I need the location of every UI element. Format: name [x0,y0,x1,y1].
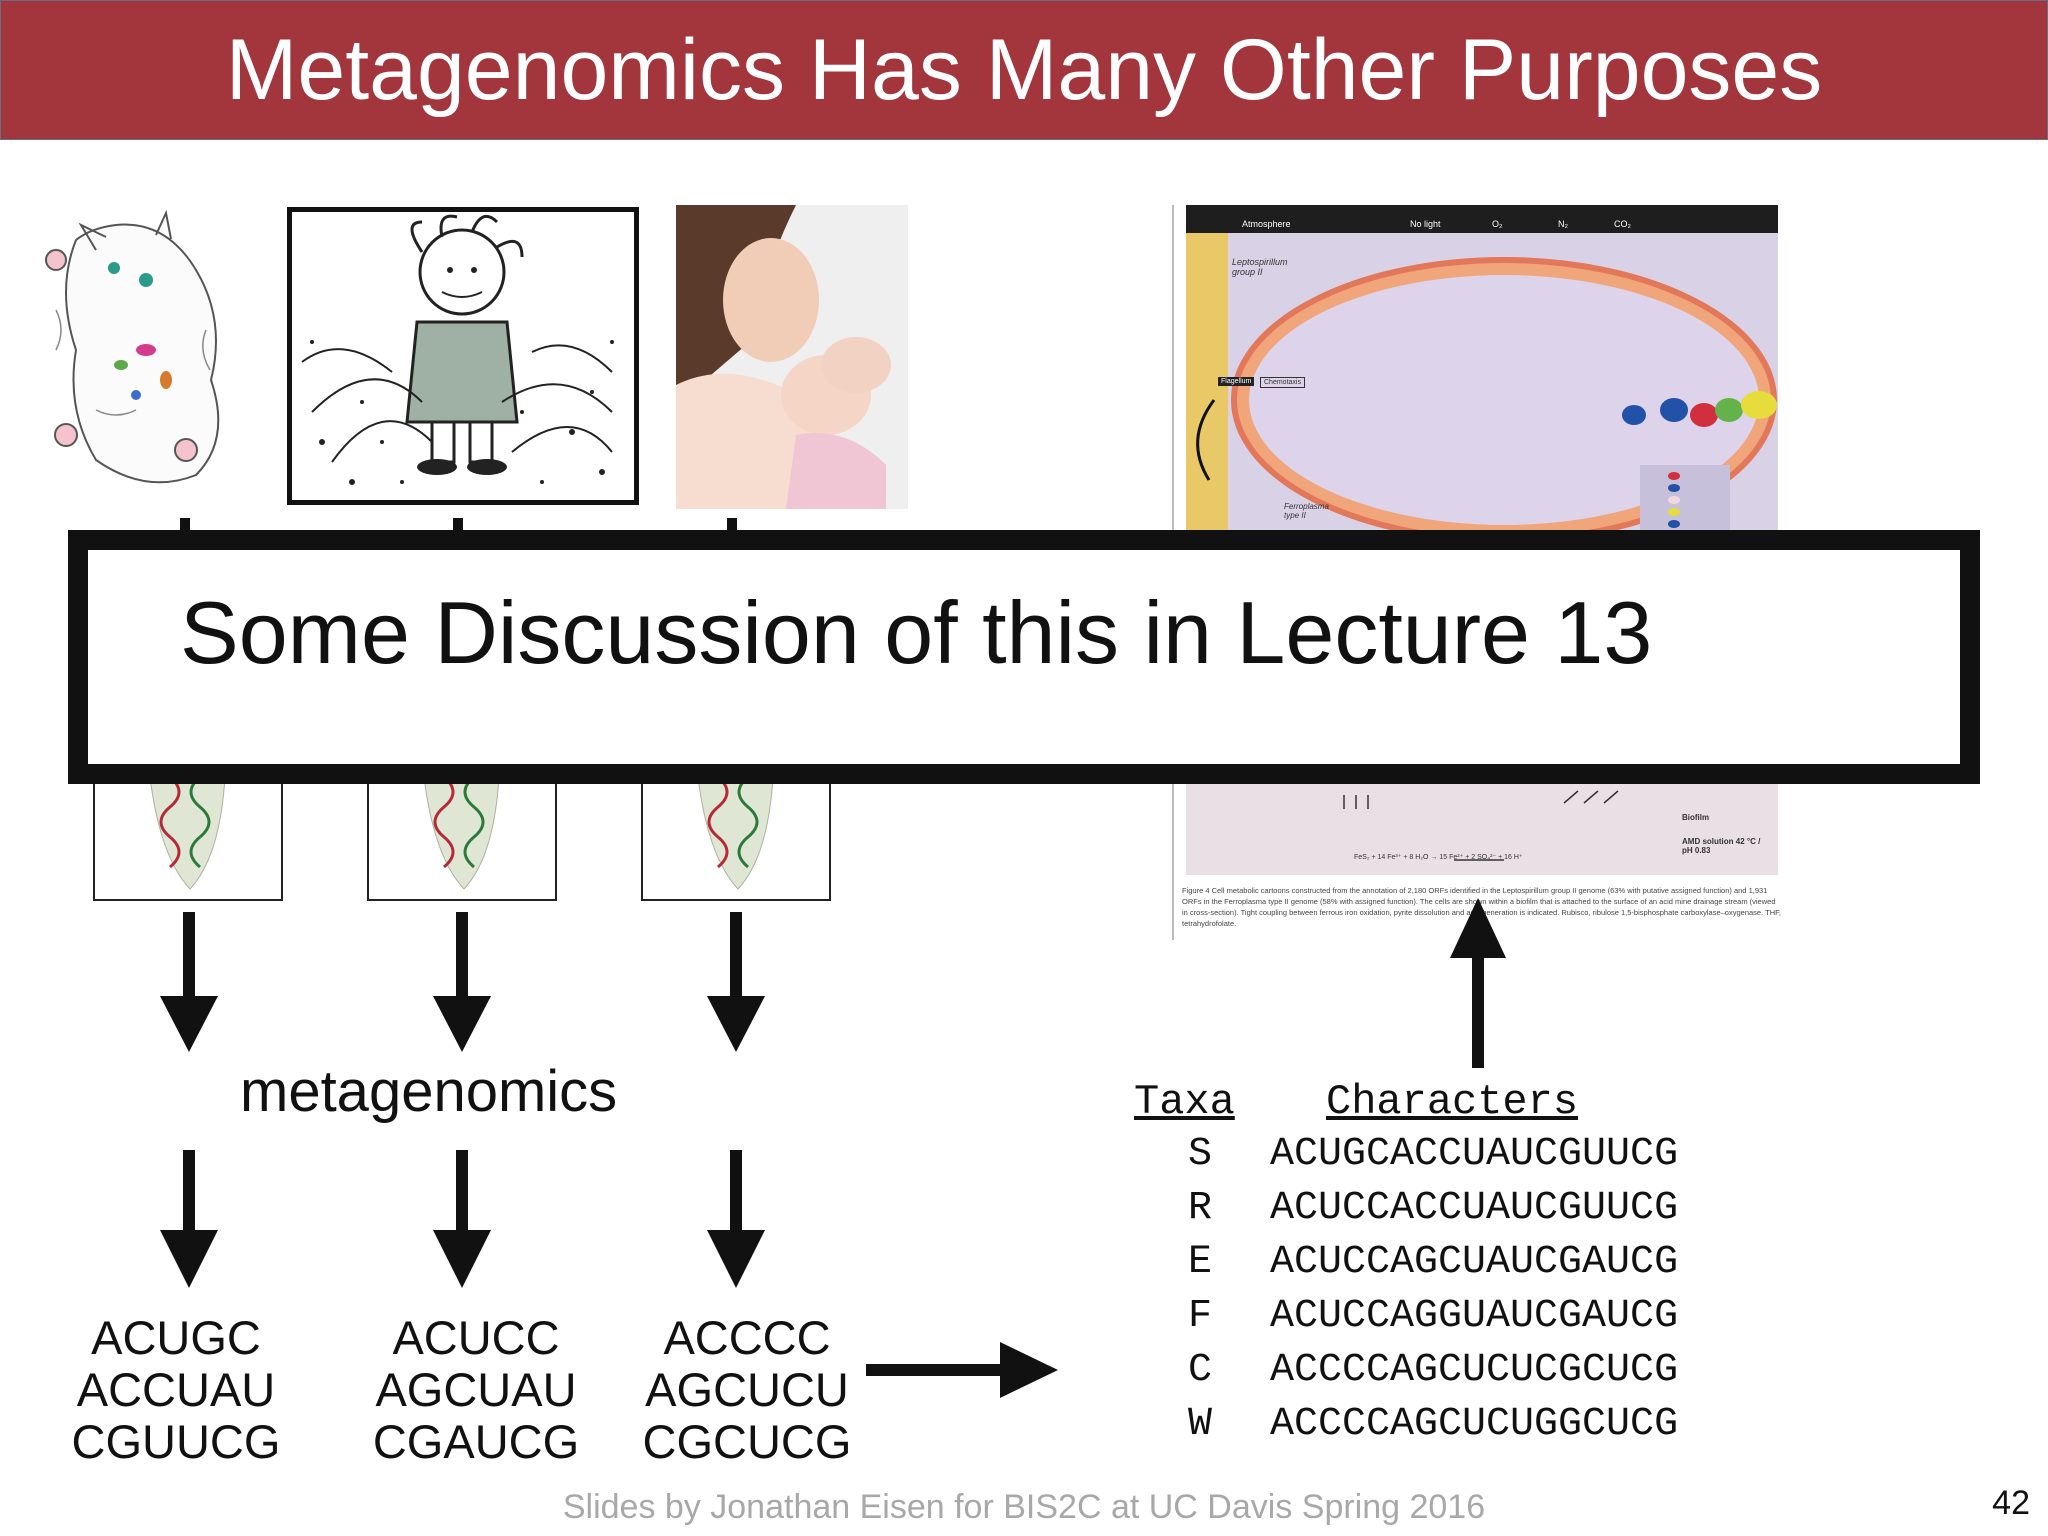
sequence-block-2: ACUCC AGCUAU CGAUCG [360,1312,592,1468]
figure-label-amd: AMD solution 42 °C / pH 0.83 [1682,837,1761,855]
up-arrow-icon [1450,898,1506,1068]
right-arrow-icon [866,1342,1058,1398]
aligned-sequence: ACUCCACCUAUCGUUCG [1270,1186,1679,1231]
sequence-block-3: ACCCC AGCUCU CGCUCG [631,1312,863,1468]
figure-label-co2: CO₂ [1614,219,1631,229]
sequence-line: AGCUAU [375,1363,577,1416]
overlay-text: Some Discussion of this in Lecture 13 [180,583,1653,682]
down-arrow-icon [707,1150,765,1288]
sequence-line: CGAUCG [372,1415,580,1468]
aligned-sequence: ACCCCAGCUCUGGCUCG [1270,1402,1679,1447]
sequence-block-1: ACUGC ACCUAU CGUUCG [60,1312,292,1468]
title-bar: Metagenomics Has Many Other Purposes [0,0,2048,140]
connector-stub-3 [727,518,737,540]
dusty-character-illustration [287,207,639,505]
aligned-sequence: ACUCCAGCUAUCGAUCG [1270,1240,1679,1285]
sequence-line: CGCUCG [642,1415,852,1468]
sequence-line: ACCUAU [76,1363,276,1416]
figure-label-biofilm: Biofilm [1682,813,1710,822]
figure-label-ferroplasma: Ferroplasma type II [1284,502,1329,520]
down-arrow-icon [707,912,765,1052]
dna-helix-icon [149,775,226,890]
dna-sample-tube-3 [641,775,831,901]
slide-footer: Slides by Jonathan Eisen for BIS2C at UC… [562,1488,1486,1526]
dna-helix-icon [697,775,774,890]
mother-baby-photo [676,205,908,509]
down-arrow-icon [433,912,491,1052]
aligned-sequence: ACCCCAGCUCUCGCUCG [1270,1348,1679,1393]
figure-label-no-light: No light [1410,219,1441,229]
dna-helix-icon [423,775,500,890]
down-arrow-icon [433,1150,491,1288]
figure-label-chemotaxis: Chemotaxis [1260,377,1305,388]
down-arrow-icon [160,1150,218,1288]
down-arrow-icon [160,912,218,1052]
sequence-line: ACCCC [663,1311,831,1364]
alignment-header-characters: Characters [1326,1078,1579,1126]
alignment-taxa-column: S R E F C W [1188,1128,1212,1452]
cat-illustration [36,209,236,500]
slide-title: Metagenomics Has Many Other Purposes [225,21,1823,118]
method-label: metagenomics [240,1059,618,1124]
figure-label-reaction: FeS₂ + 14 Fe³⁺ + 8 H₂O → 15 Fe²⁺ + 2 SO₄… [1354,854,1523,861]
lecture-note-overlay: Some Discussion of this in Lecture 13 [68,530,1980,784]
taxon-label: S [1188,1132,1213,1177]
sequence-line: ACUGC [91,1311,261,1364]
connector-stub-2 [453,518,463,540]
figure-label-flagellum: Flagellum [1218,377,1255,386]
sequence-line: ACUCC [392,1311,560,1364]
dna-sample-tube-1 [93,775,283,901]
taxon-label: F [1188,1294,1213,1339]
sequence-line: AGCUCU [645,1363,849,1416]
aligned-sequence: ACUCCAGGUAUCGAUCG [1270,1294,1679,1339]
taxon-label: C [1188,1348,1213,1393]
alignment-header-taxa: Taxa [1134,1078,1235,1126]
alignment-sequence-column: ACUGCACCUAUCGUUCG ACUCCACCUAUCGUUCG ACUC… [1270,1128,1678,1452]
page-number: 42 [1992,1484,2030,1522]
connector-stub-1 [180,518,190,540]
taxon-label: E [1188,1240,1213,1285]
taxon-label: R [1188,1186,1213,1231]
dna-sample-tube-2 [367,775,557,901]
figure-label-o2: O₂ [1492,219,1503,229]
figure-label-atmosphere: Atmosphere [1242,219,1291,229]
down-arrows-upper [160,912,765,1052]
aligned-sequence: ACUGCACCUAUCGUUCG [1270,1132,1679,1177]
figure-label-leptospirillum: Leptospirillum group II [1232,257,1288,277]
down-arrows-lower [160,1150,765,1288]
sequence-line: CGUUCG [71,1415,281,1468]
taxon-label: W [1188,1402,1213,1447]
figure-label-n2: N₂ [1558,219,1568,229]
